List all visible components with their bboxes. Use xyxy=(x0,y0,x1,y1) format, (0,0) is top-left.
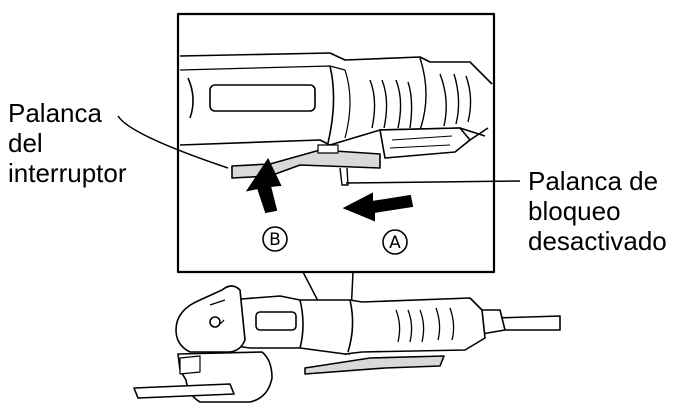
marker-b-text: B xyxy=(269,230,281,250)
marker-a: A xyxy=(382,229,408,255)
switch-lever-label-line-2: del xyxy=(8,128,43,158)
grinder-wheel xyxy=(133,383,235,399)
grinder-spindle-lock xyxy=(209,316,221,328)
inset-cord-end xyxy=(469,127,489,141)
leader-lock-lever xyxy=(345,180,521,184)
inset-slot-end xyxy=(187,77,194,119)
switch-lever-label-line-1: Palanca xyxy=(8,98,102,128)
inset-lever-tab xyxy=(317,144,339,154)
switch-lever-label: Palanca del interruptor xyxy=(8,98,127,188)
grinder-slot xyxy=(255,311,297,331)
inset-tool-body-seam-3 xyxy=(419,57,427,131)
lock-lever-label-line-3: desactivado xyxy=(528,226,667,256)
inset-tool-body-lower xyxy=(179,127,486,146)
inset-lock-housing-detail xyxy=(389,135,453,149)
inset-vent-2 xyxy=(395,79,413,129)
inset-lever-pin xyxy=(339,167,349,186)
inset-vent-1 xyxy=(369,79,388,129)
leader-switch-lever xyxy=(117,115,229,169)
lock-lever-label: Palanca de bloqueo desactivado xyxy=(528,166,667,256)
switch-lever-label-line-3: interruptor xyxy=(8,158,127,188)
grinder-switch-lever xyxy=(304,355,445,375)
grinder-body-seam xyxy=(299,299,354,353)
detail-inset xyxy=(176,12,496,274)
grinder-cord xyxy=(495,315,561,331)
lock-lever-label-line-2: bloqueo xyxy=(528,196,621,226)
inset-tool-body-seam-2 xyxy=(344,69,351,139)
lock-lever-label-line-1: Palanca de xyxy=(528,166,659,196)
grinder-wheel-nut xyxy=(179,355,201,375)
inset-slot xyxy=(209,84,316,112)
grinder-vents xyxy=(395,307,455,343)
inset-tool-body-seam-1 xyxy=(327,65,335,144)
inset-lock-housing xyxy=(379,127,471,159)
angle-grinder xyxy=(133,285,561,403)
marker-b: B xyxy=(262,226,288,252)
arrow-b-icon xyxy=(245,157,282,214)
inset-vent-4 xyxy=(465,75,472,123)
arrow-a-icon xyxy=(342,192,414,222)
marker-a-text: A xyxy=(389,233,401,253)
inset-tool-body-top xyxy=(179,52,493,85)
inset-vent-3 xyxy=(439,73,460,127)
